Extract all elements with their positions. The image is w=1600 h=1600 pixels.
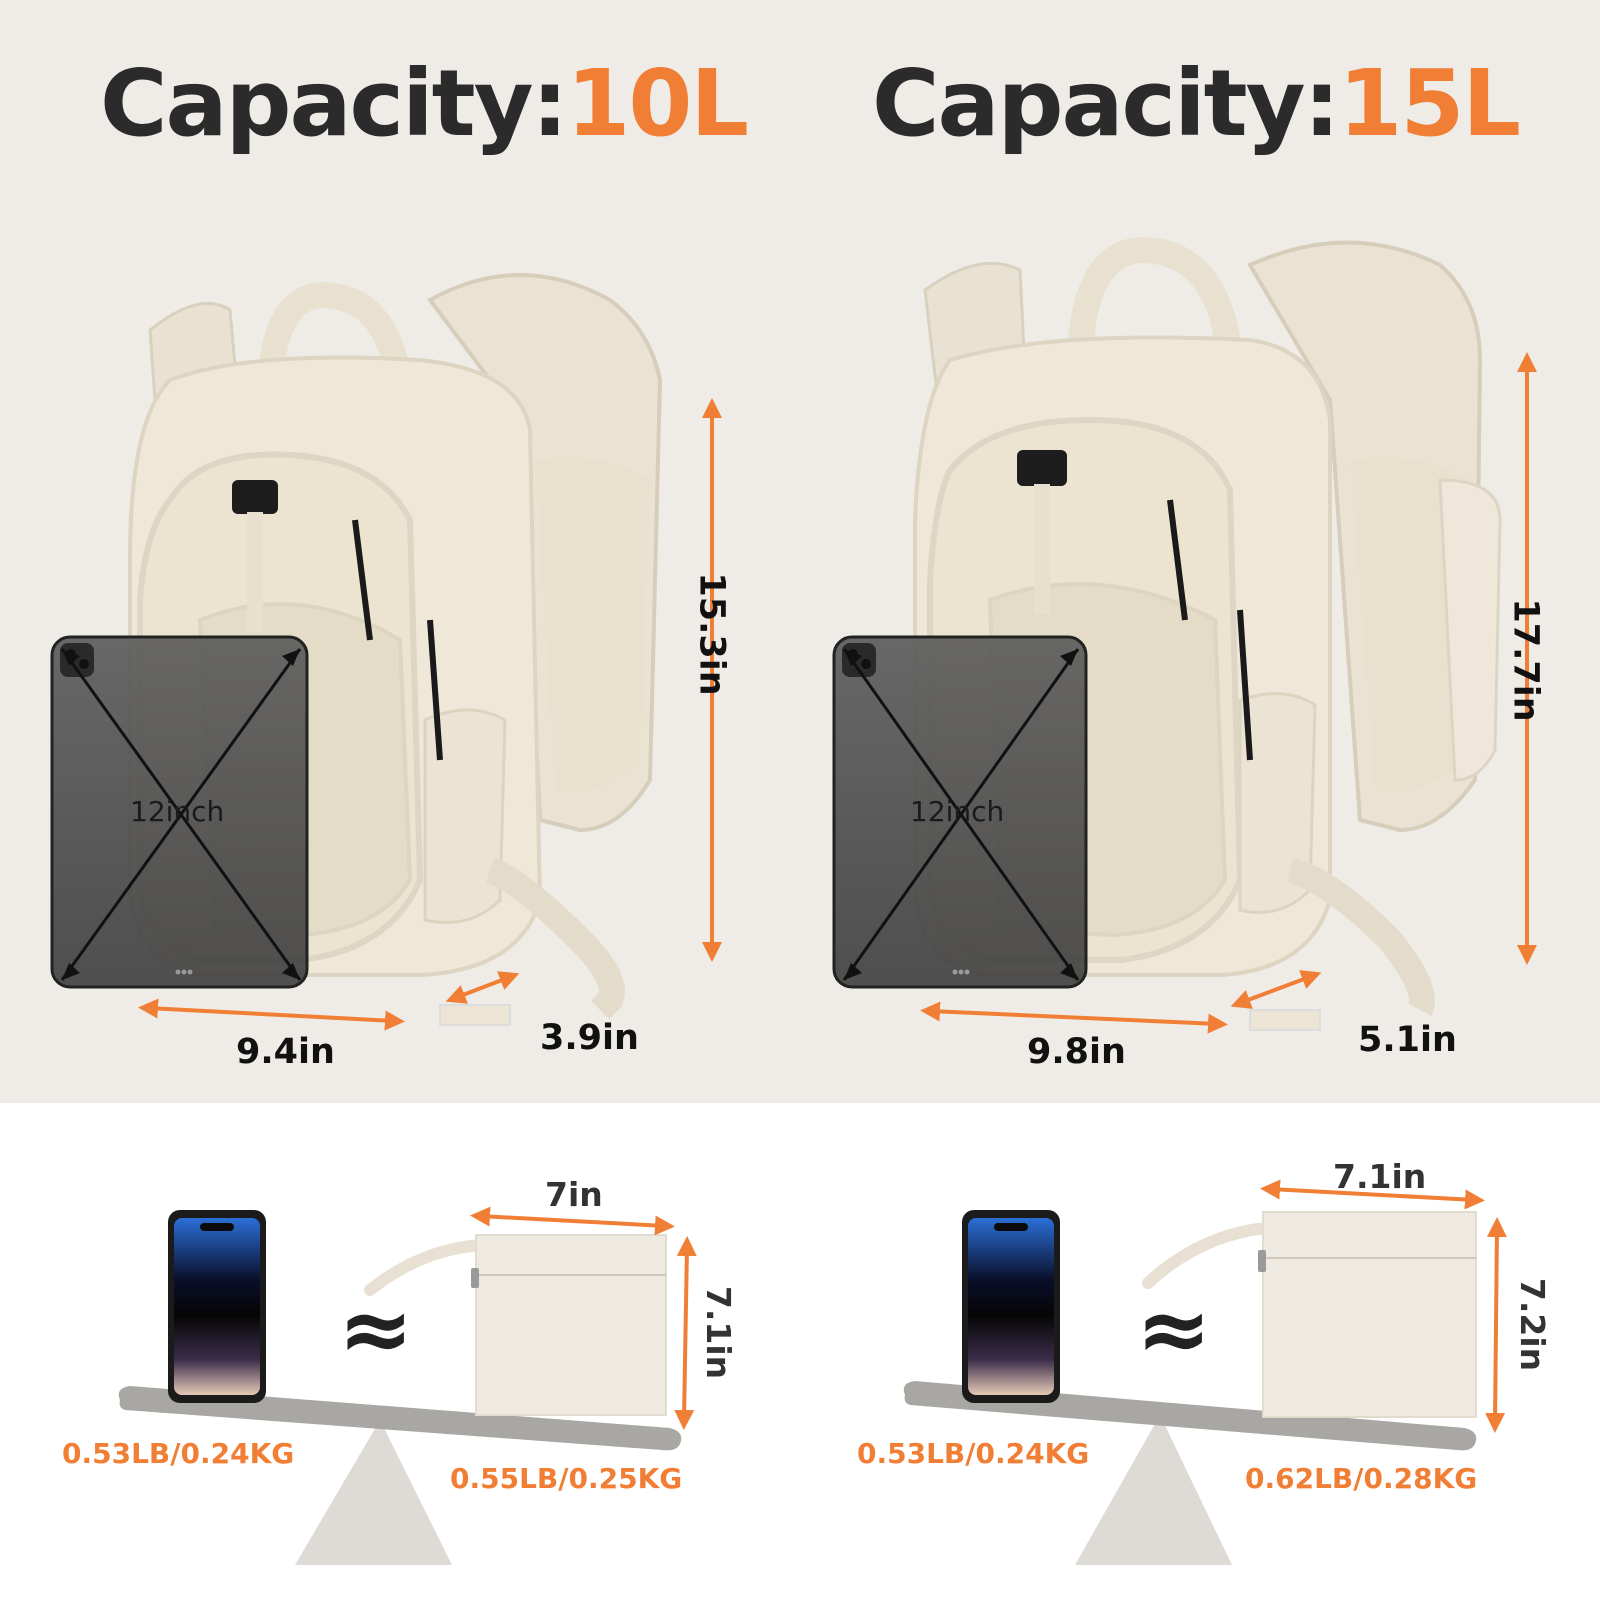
capacity-value: 15L — [1338, 50, 1521, 157]
capacity-title-prefix: Capacity: — [872, 50, 1340, 157]
seesaw-icon — [118, 1386, 682, 1565]
capacity-value: 10L — [566, 50, 749, 157]
double-arrow-icon — [138, 398, 722, 1031]
tablet-icon — [832, 635, 1088, 989]
double-arrow-icon — [1260, 1179, 1507, 1433]
phone-icon — [168, 1210, 266, 1403]
pouch-width: 7.1in — [1333, 1157, 1427, 1196]
pouch-height: 7.1in — [699, 1285, 739, 1380]
double-arrow-icon — [470, 1206, 697, 1430]
pouch-height: 7.2in — [1513, 1277, 1553, 1372]
tablet-size-label: 12inch — [910, 795, 1005, 828]
approx-symbol: ≈ — [338, 1277, 414, 1382]
double-arrow-icon — [920, 352, 1537, 1034]
capacity-title-10l: Capacity:10L — [100, 50, 749, 157]
capacity-title-prefix: Capacity: — [100, 50, 568, 157]
depth-dimension: 3.9in — [540, 1018, 639, 1058]
height-dimension: 15.3in — [691, 572, 732, 696]
width-dimension: 9.8in — [1027, 1032, 1126, 1072]
pouch-illustration — [1142, 1211, 1477, 1418]
width-dimension: 9.4in — [236, 1032, 335, 1072]
phone-icon — [962, 1210, 1060, 1403]
height-dimension: 17.7in — [1505, 598, 1546, 722]
phone-weight: 0.53LB/0.24KG — [857, 1437, 1090, 1470]
pouch-weight: 0.55LB/0.25KG — [450, 1462, 683, 1495]
tablet-size-label: 12inch — [130, 795, 225, 828]
pouch-illustration — [364, 1234, 667, 1416]
approx-symbol: ≈ — [1136, 1277, 1212, 1382]
backpack-illustration — [128, 273, 663, 1026]
pouch-weight: 0.62LB/0.28KG — [1245, 1462, 1478, 1495]
pouch-width: 7in — [545, 1175, 603, 1214]
tablet-icon — [50, 635, 309, 989]
capacity-title-15l: Capacity:15L — [872, 50, 1521, 157]
depth-dimension: 5.1in — [1358, 1020, 1457, 1060]
phone-weight: 0.53LB/0.24KG — [62, 1437, 295, 1470]
